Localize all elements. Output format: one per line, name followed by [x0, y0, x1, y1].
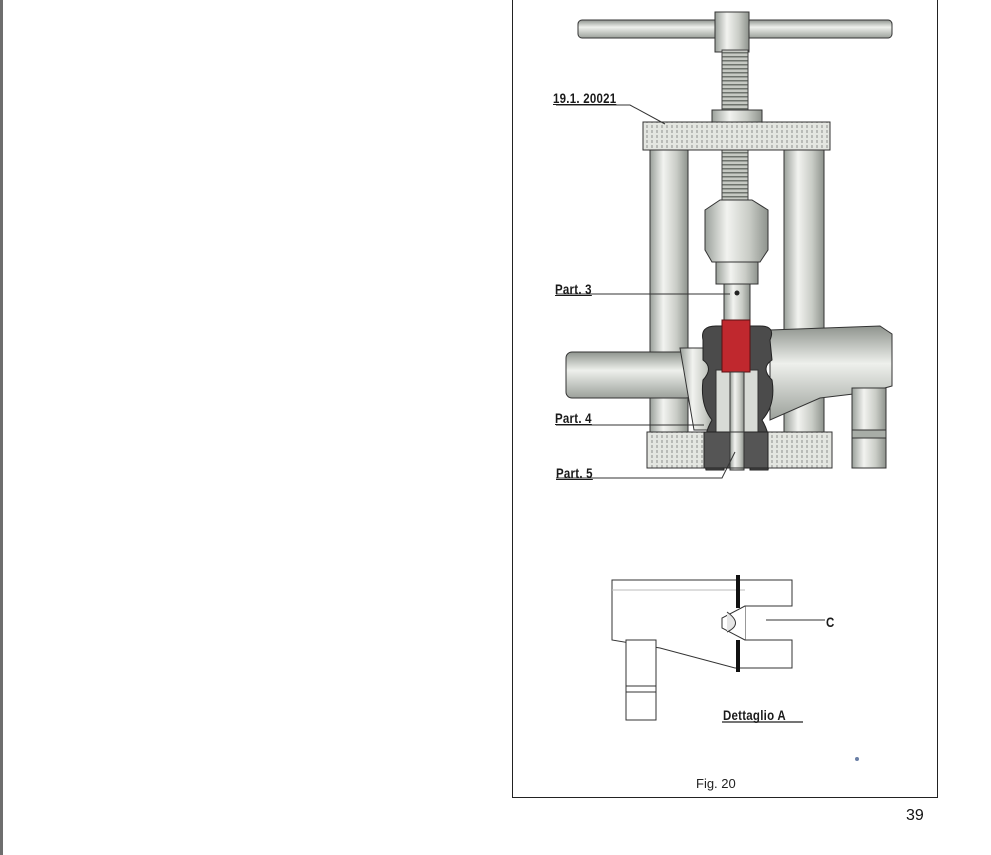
top-crossbar	[642, 109, 831, 151]
small-mark	[855, 757, 859, 761]
t-handle	[577, 11, 893, 53]
figure-frame	[512, 0, 938, 798]
label-tool-code: 19.1. 20021	[553, 90, 617, 106]
label-part3: Part. 3	[555, 281, 592, 297]
page-left-border	[0, 0, 3, 855]
label-detail-title: Dettaglio A	[723, 707, 786, 723]
label-part4: Part. 4	[555, 410, 592, 426]
part3-sleeve	[721, 319, 751, 373]
detail-a-drawing	[611, 579, 793, 721]
base-plate	[646, 431, 833, 469]
fork-leg-right	[769, 325, 893, 469]
label-part5: Part. 5	[556, 465, 593, 481]
figure-caption: Fig. 20	[696, 776, 736, 791]
page-number: 39	[906, 807, 924, 824]
label-detail-c: C	[826, 614, 835, 630]
leader-lines	[556, 104, 825, 621]
